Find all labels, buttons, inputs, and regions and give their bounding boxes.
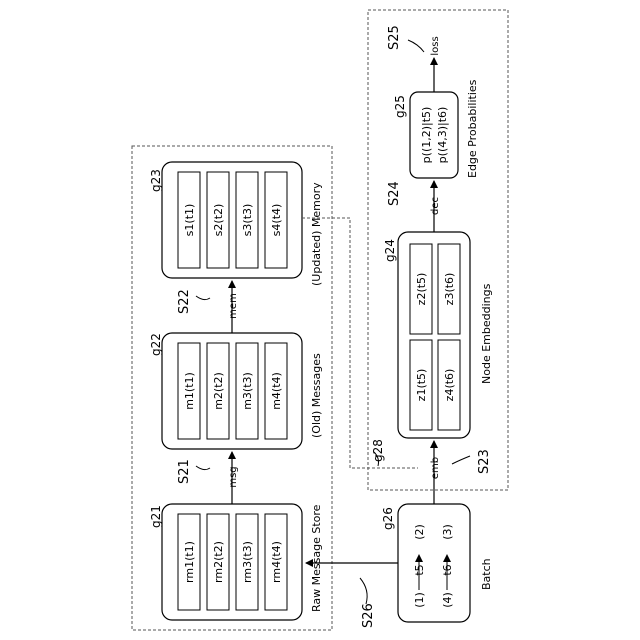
batch-time: t6 — [441, 564, 454, 575]
g26-label: g26 — [381, 507, 395, 530]
loss-label: loss — [430, 36, 441, 55]
edge-prob-label: p((1,2)|t5) — [420, 107, 433, 164]
batch-caption: Batch — [480, 558, 493, 590]
message-label: m2(t2) — [212, 372, 225, 410]
step-s25: S25 — [387, 25, 402, 50]
batch-edge-1: (1) t5 (2) — [413, 524, 426, 608]
s21-leader — [196, 466, 210, 470]
g21-label: g21 — [149, 505, 163, 528]
emb-label: emb — [430, 457, 441, 479]
raw-message-label: rm2(t2) — [212, 541, 225, 583]
g23-label: g23 — [149, 169, 163, 192]
memory-label: s3(t3) — [241, 204, 254, 237]
raw-message-store-caption: Raw Message Store — [310, 504, 323, 612]
raw-message-label: rm1(t1) — [183, 541, 196, 583]
s25-leader — [408, 40, 424, 52]
embedding-label: z2(t5) — [415, 273, 428, 306]
g22-label: g22 — [149, 333, 163, 356]
batch-edge-2: (4) t6 (3) — [441, 524, 454, 608]
embedding-label: z3(t6) — [443, 273, 456, 306]
step-s24: S24 — [387, 181, 402, 206]
raw-message-label: rm3(t3) — [241, 541, 254, 583]
batch-node: (2) — [413, 524, 426, 540]
edge-probabilities-box — [410, 92, 458, 178]
s22-leader — [196, 296, 210, 300]
batch-node: (4) — [441, 592, 454, 608]
step-s26: S26 — [361, 603, 376, 628]
step-s22: S22 — [177, 289, 192, 314]
raw-message-label: rm4(t4) — [270, 541, 283, 583]
batch-time: t5 — [413, 564, 426, 575]
step-s23: S23 — [477, 449, 492, 474]
msg-label: msg — [228, 466, 239, 487]
s23-leader — [452, 456, 470, 464]
step-s21: S21 — [177, 459, 192, 484]
memory-label: s4(t4) — [270, 204, 283, 237]
memory-label: s2(t2) — [212, 204, 225, 237]
message-label: m3(t3) — [241, 372, 254, 410]
memory-label: s1(t1) — [183, 204, 196, 237]
edge-prob-label: p((4,3)|t6) — [436, 107, 449, 164]
embedding-label: z4(t6) — [443, 369, 456, 402]
g24-label: g24 — [383, 239, 397, 262]
message-label: m1(t1) — [183, 372, 196, 410]
dec-label: dec — [430, 197, 441, 215]
batch-node: (3) — [441, 524, 454, 540]
g25-label: g25 — [393, 95, 407, 118]
node-embeddings-caption: Node Embeddings — [480, 283, 493, 384]
updated-memory-caption: (Updated) Memory — [310, 182, 323, 286]
edge-probabilities-caption: Edge Probabilities — [466, 79, 479, 178]
batch-box — [398, 504, 470, 622]
old-messages-caption: (Old) Messages — [310, 353, 323, 438]
s26-leader — [360, 578, 367, 604]
batch-node: (1) — [413, 592, 426, 608]
mem-label: mem — [228, 293, 239, 319]
message-label: m4(t4) — [270, 372, 283, 410]
embedding-label: z1(t5) — [415, 369, 428, 402]
